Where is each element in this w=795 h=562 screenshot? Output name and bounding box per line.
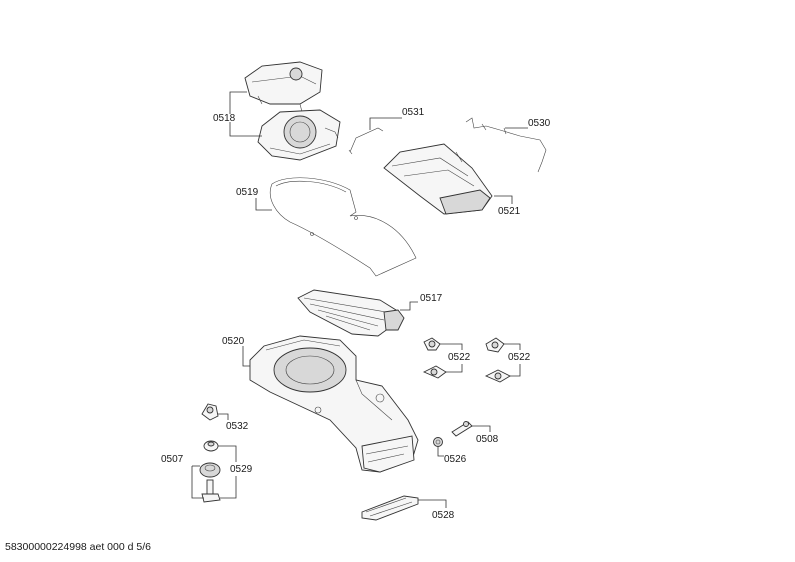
label-0521: 0521: [498, 206, 521, 217]
label-0507: 0507: [161, 454, 184, 465]
part-0519-gasket[interactable]: [270, 177, 417, 277]
part-0529-shaft[interactable]: [201, 479, 221, 503]
label-0522-right: 0522: [508, 352, 531, 363]
part-0522-thermostat-a2[interactable]: [422, 365, 447, 379]
part-0528-tray[interactable]: [361, 495, 419, 521]
label-0508: 0508: [476, 434, 499, 445]
leader-0532: 0532: [218, 413, 249, 432]
label-0518: 0518: [213, 113, 236, 124]
document-footer-code: 58300000224998 aet 000 d 5/6: [5, 541, 151, 553]
leader-0521: 0521: [494, 195, 521, 217]
leader-0519: 0519: [236, 187, 272, 211]
leader-0528: 0528: [418, 499, 455, 521]
label-0529: 0529: [230, 464, 253, 475]
label-0522-left: 0522: [448, 352, 471, 363]
label-0528: 0528: [432, 510, 455, 521]
part-0508-sensor[interactable]: [451, 421, 473, 437]
part-0522-thermostat-a1[interactable]: [423, 337, 441, 351]
label-0520: 0520: [222, 336, 245, 347]
leader-0522-right: 0522: [504, 343, 531, 377]
leader-0531: 0531: [369, 107, 425, 130]
label-0531: 0531: [402, 107, 425, 118]
part-0529-nut[interactable]: [203, 440, 219, 452]
part-0522-thermostat-b1[interactable]: [485, 337, 505, 353]
part-0532-cap[interactable]: [201, 403, 219, 421]
label-0530: 0530: [528, 118, 551, 129]
leader-0526: 0526: [437, 447, 467, 465]
label-0517: 0517: [420, 293, 443, 304]
leader-0507: 0507: [161, 454, 204, 499]
part-0520-main-housing[interactable]: [249, 335, 419, 473]
part-0517-heater[interactable]: [297, 289, 405, 337]
part-0518-fan-assembly[interactable]: [244, 61, 341, 161]
leader-0517: 0517: [400, 293, 443, 311]
part-0531-bracket[interactable]: [348, 127, 384, 155]
leader-0522-left: 0522: [440, 343, 471, 373]
leader-0508: 0508: [472, 425, 499, 445]
label-0532: 0532: [226, 421, 249, 432]
label-0526: 0526: [444, 454, 467, 465]
part-0522-thermostat-b2[interactable]: [484, 369, 511, 383]
leader-0529: 0529: [218, 445, 253, 499]
leader-0518: 0518: [213, 91, 262, 137]
part-0530-wire[interactable]: [465, 117, 547, 173]
leader-0530: 0530: [505, 118, 551, 129]
part-0521-air-duct[interactable]: [383, 143, 493, 215]
part-0507-coupling[interactable]: [199, 462, 221, 478]
label-0519: 0519: [236, 187, 259, 198]
leader-0520: 0520: [222, 336, 250, 367]
part-0526-grommet[interactable]: [433, 437, 443, 447]
